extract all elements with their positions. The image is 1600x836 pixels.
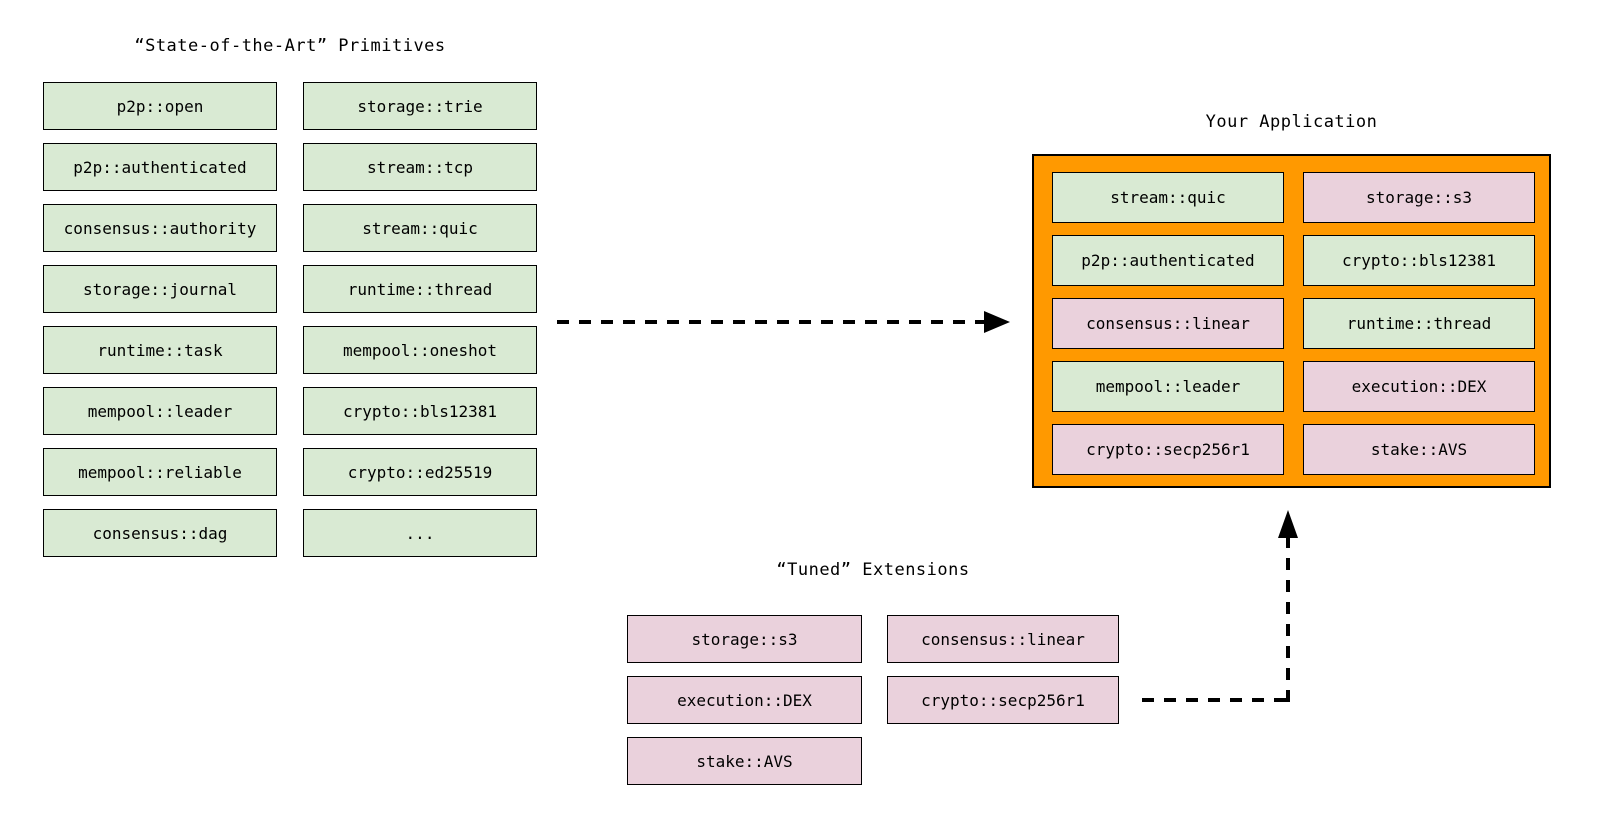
- primitive-box: mempool::leader: [43, 387, 277, 435]
- primitives-to-application-arrowhead-icon: [984, 311, 1010, 333]
- extensions-column-1: storage::s3 execution::DEX stake::AVS: [627, 615, 862, 785]
- extensions-to-application-arrow-hline: [1142, 698, 1290, 702]
- module-label: execution::DEX: [677, 690, 812, 710]
- primitive-box: consensus::authority: [43, 204, 277, 252]
- module-label: mempool::leader: [1095, 377, 1241, 396]
- primitives-section-title: “State-of-the-Art” Primitives: [134, 36, 446, 56]
- module-label: consensus::authority: [63, 218, 257, 238]
- module-label: stream::quic: [362, 218, 478, 238]
- module-label: p2p::authenticated: [1081, 251, 1255, 270]
- app-module-box: crypto::secp256r1: [1052, 424, 1284, 475]
- module-label: crypto::secp256r1: [921, 690, 1085, 710]
- app-module-box: crypto::bls12381: [1303, 235, 1535, 286]
- module-label: stream::quic: [1110, 188, 1226, 207]
- module-label: storage::s3: [691, 629, 798, 649]
- primitive-box: runtime::task: [43, 326, 277, 374]
- module-label: execution::DEX: [1351, 377, 1487, 396]
- primitive-box: storage::journal: [43, 265, 277, 313]
- extension-box: consensus::linear: [887, 615, 1119, 663]
- primitive-box: consensus::dag: [43, 509, 277, 557]
- module-label: p2p::open: [116, 96, 204, 116]
- primitive-box: p2p::open: [43, 82, 277, 130]
- primitive-box: stream::tcp: [303, 143, 537, 191]
- extension-box: crypto::secp256r1: [887, 676, 1119, 724]
- application-column-2: storage::s3 crypto::bls12381 runtime::th…: [1303, 172, 1535, 475]
- primitive-box: ...: [303, 509, 537, 557]
- extensions-to-application-arrowhead-icon: [1278, 510, 1298, 538]
- primitives-column-1: p2p::open p2p::authenticated consensus::…: [43, 82, 277, 557]
- module-label: storage::journal: [82, 279, 238, 299]
- module-label: runtime::thread: [347, 279, 493, 299]
- module-label: p2p::authenticated: [73, 157, 247, 177]
- module-label: crypto::ed25519: [347, 462, 493, 482]
- application-column-1: stream::quic p2p::authenticated consensu…: [1052, 172, 1284, 475]
- extension-box: stake::AVS: [627, 737, 862, 785]
- module-label: storage::s3: [1366, 188, 1472, 207]
- app-module-box: storage::s3: [1303, 172, 1535, 223]
- application-container: stream::quic p2p::authenticated consensu…: [1032, 154, 1551, 488]
- app-module-box: execution::DEX: [1303, 361, 1535, 412]
- module-label: mempool::oneshot: [342, 340, 498, 360]
- primitive-box: p2p::authenticated: [43, 143, 277, 191]
- primitive-box: stream::quic: [303, 204, 537, 252]
- application-section-title: Your Application: [1205, 112, 1378, 132]
- app-module-box: runtime::thread: [1303, 298, 1535, 349]
- primitive-box: storage::trie: [303, 82, 537, 130]
- primitive-box: crypto::bls12381: [303, 387, 537, 435]
- extensions-column-2: consensus::linear crypto::secp256r1: [887, 615, 1119, 785]
- module-label: storage::trie: [357, 96, 483, 116]
- extensions-section-title: “Tuned” Extensions: [776, 560, 970, 580]
- primitive-box: mempool::oneshot: [303, 326, 537, 374]
- extension-box: execution::DEX: [627, 676, 862, 724]
- module-label: crypto::bls12381: [342, 401, 498, 421]
- module-label: stake::AVS: [696, 751, 793, 771]
- extension-box: storage::s3: [627, 615, 862, 663]
- primitives-grid: p2p::open p2p::authenticated consensus::…: [43, 82, 537, 557]
- app-module-box: p2p::authenticated: [1052, 235, 1284, 286]
- module-label: ...: [405, 523, 435, 543]
- extensions-grid: storage::s3 execution::DEX stake::AVS co…: [627, 615, 1119, 785]
- module-label: consensus::dag: [92, 523, 228, 543]
- primitives-to-application-arrow-line: [557, 320, 987, 324]
- primitive-box: runtime::thread: [303, 265, 537, 313]
- module-label: runtime::task: [97, 340, 223, 360]
- extensions-to-application-arrow-vline: [1286, 538, 1290, 702]
- app-module-box: stream::quic: [1052, 172, 1284, 223]
- primitives-column-2: storage::trie stream::tcp stream::quic r…: [303, 82, 537, 557]
- module-label: consensus::linear: [921, 629, 1085, 649]
- app-module-box: consensus::linear: [1052, 298, 1284, 349]
- module-label: runtime::thread: [1346, 314, 1492, 333]
- app-module-box: stake::AVS: [1303, 424, 1535, 475]
- module-label: mempool::reliable: [78, 462, 242, 482]
- module-label: crypto::bls12381: [1341, 251, 1497, 270]
- module-label: stake::AVS: [1370, 440, 1468, 459]
- module-label: crypto::secp256r1: [1086, 440, 1250, 459]
- app-module-box: mempool::leader: [1052, 361, 1284, 412]
- module-label: mempool::leader: [87, 401, 233, 421]
- module-label: stream::tcp: [367, 157, 473, 177]
- module-label: consensus::linear: [1086, 314, 1250, 333]
- primitive-box: crypto::ed25519: [303, 448, 537, 496]
- primitive-box: mempool::reliable: [43, 448, 277, 496]
